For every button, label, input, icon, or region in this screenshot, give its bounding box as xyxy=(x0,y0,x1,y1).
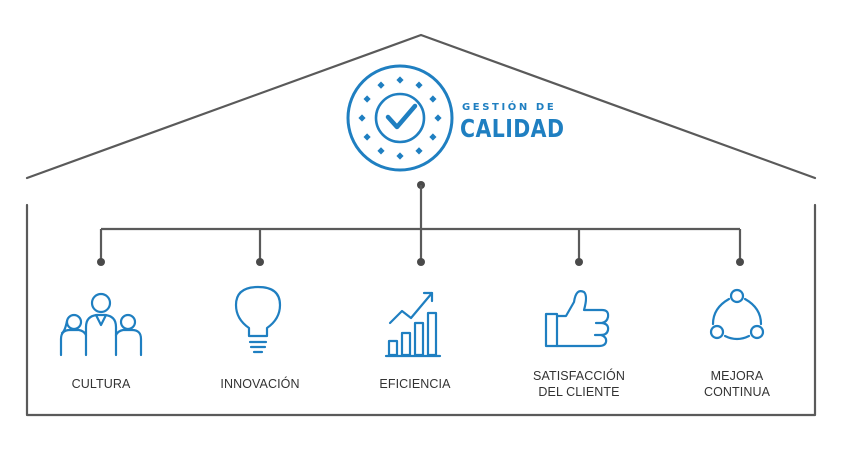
branch-dot-2 xyxy=(256,258,264,266)
pillar-label-eficiencia: EFICIENCIA xyxy=(379,377,451,391)
growth-chart-icon xyxy=(384,291,442,358)
seal-star-icon xyxy=(396,152,404,160)
seal-star-icon xyxy=(429,95,437,103)
pillar-label-cultura: CULTURA xyxy=(71,377,131,391)
seal-star-icon xyxy=(415,81,423,89)
connector-tree xyxy=(97,181,744,266)
pillar-label-innovacion: INNOVACIÓN xyxy=(220,377,300,391)
branch-dot-5 xyxy=(736,258,744,266)
people-group-icon xyxy=(59,292,143,357)
seal-star-icon xyxy=(396,76,404,84)
seal-star-icon xyxy=(415,147,423,155)
pillar-label-satisfaccion: SATISFACCIÓN DEL CLIENTE xyxy=(533,369,625,399)
quality-seal-icon xyxy=(346,64,454,172)
pillar-label-mejora: MEJORA CONTINUA xyxy=(703,369,771,399)
branch-dot-1 xyxy=(97,258,105,266)
branch-dot-3 xyxy=(417,258,425,266)
seal-star-icon xyxy=(434,114,442,122)
seal-star-icon xyxy=(358,114,366,122)
brand-line2: CALIDAD xyxy=(460,114,565,143)
seal-star-icon xyxy=(363,95,371,103)
house-roof xyxy=(25,33,817,180)
seal-star-icon xyxy=(377,81,385,89)
lightbulb-icon xyxy=(234,285,282,354)
brand-line1: GESTIÓN DE xyxy=(462,102,557,113)
seal-star-icon xyxy=(429,133,437,141)
thumbs-up-icon xyxy=(544,290,610,348)
branch-dot-4 xyxy=(575,258,583,266)
seal-stars xyxy=(358,76,442,160)
cycle-icon xyxy=(709,288,765,341)
seal-star-icon xyxy=(363,133,371,141)
seal-star-icon xyxy=(377,147,385,155)
house-walls xyxy=(25,203,817,417)
